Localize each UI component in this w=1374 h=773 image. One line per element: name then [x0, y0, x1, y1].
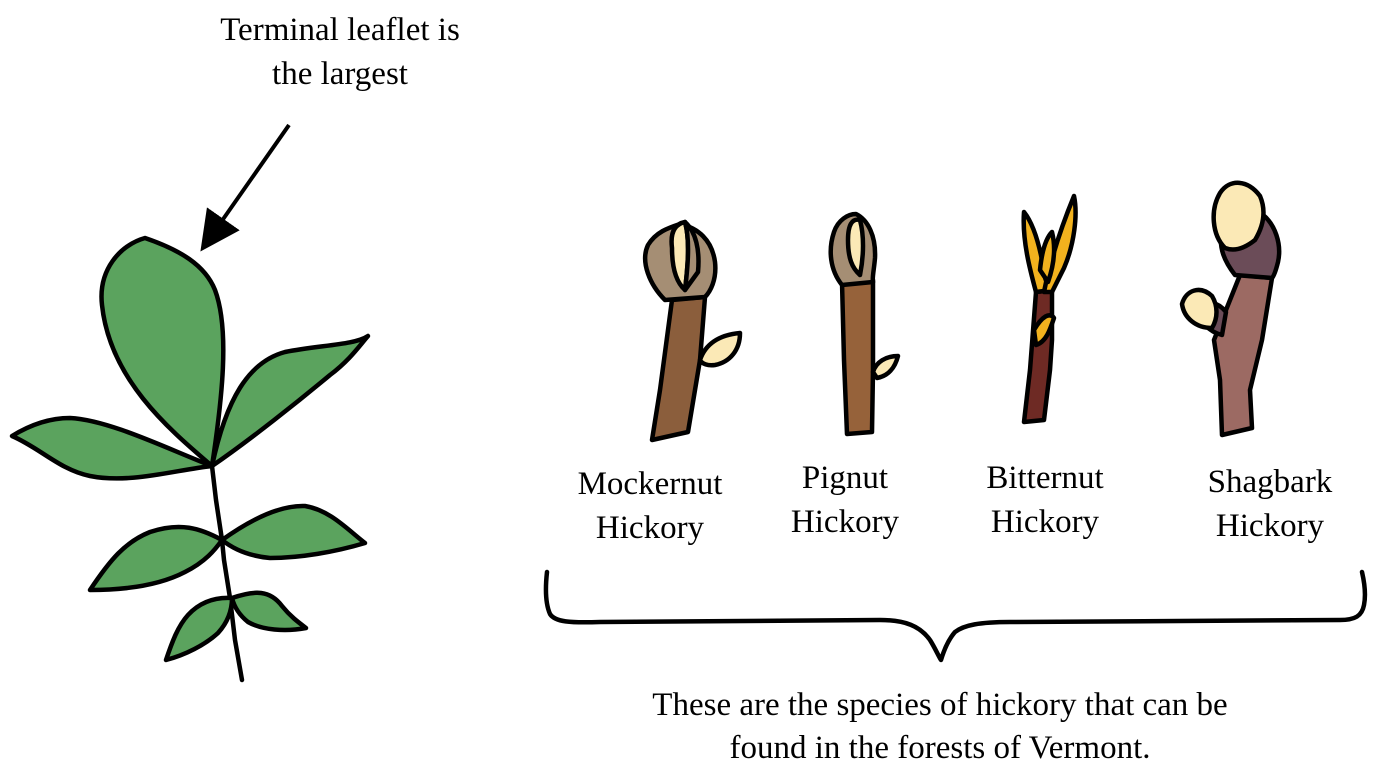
pignut-twig: [831, 214, 898, 434]
caption-line-2: found in the forests of Vermont.: [560, 727, 1320, 770]
species-genus: Hickory: [1180, 504, 1360, 548]
species-genus: Hickory: [955, 500, 1135, 544]
grouping-brace: [546, 572, 1365, 660]
leaflet: [222, 506, 365, 558]
leaflet: [212, 336, 368, 466]
species-label-bitternut: Bitternut Hickory: [955, 456, 1135, 544]
shagbark-twig: [1182, 183, 1279, 435]
annotation-label: Terminal leaflet is the largest: [170, 8, 510, 96]
species-genus: Hickory: [545, 506, 755, 550]
species-name: Bitternut: [955, 456, 1135, 500]
species-label-mockernut: Mockernut Hickory: [545, 462, 755, 550]
compound-leaf: [12, 238, 368, 680]
species-label-shagbark: Shagbark Hickory: [1180, 460, 1360, 548]
leaflet: [166, 598, 232, 660]
annotation-arrow: [205, 125, 289, 245]
mockernut-twig: [645, 222, 740, 440]
species-name: Mockernut: [545, 462, 755, 506]
caption-line-1: These are the species of hickory that ca…: [560, 684, 1320, 727]
species-name: Pignut: [765, 456, 925, 500]
caption: These are the species of hickory that ca…: [560, 684, 1320, 770]
leaflet: [90, 527, 222, 590]
bitternut-twig: [1024, 196, 1076, 422]
species-name: Shagbark: [1180, 460, 1360, 504]
species-label-pignut: Pignut Hickory: [765, 456, 925, 544]
species-genus: Hickory: [765, 500, 925, 544]
leaflet: [232, 593, 306, 630]
annotation-line-2: the largest: [170, 52, 510, 96]
annotation-line-1: Terminal leaflet is: [170, 8, 510, 52]
